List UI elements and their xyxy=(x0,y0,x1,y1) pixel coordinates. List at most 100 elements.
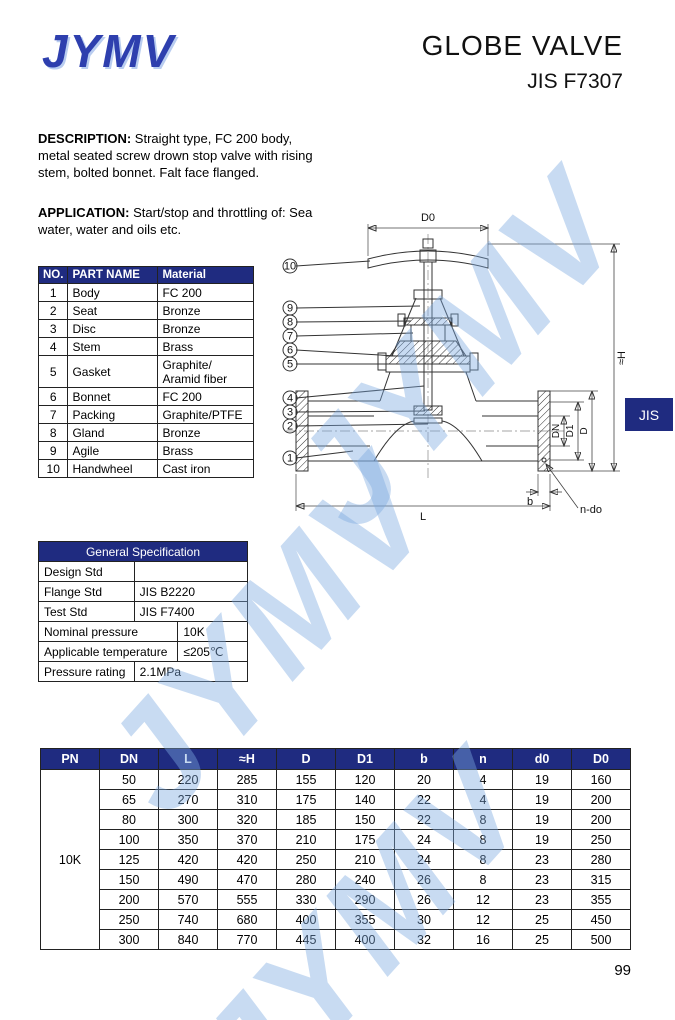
dim-cell: 19 xyxy=(512,829,572,850)
dim-cell: 210 xyxy=(276,829,336,850)
dim-cell: 490 xyxy=(158,869,218,890)
dim-header-cell: PN xyxy=(40,748,100,770)
parts-cell: Handwheel xyxy=(67,459,159,478)
dim-cell: 23 xyxy=(512,869,572,890)
spec-row: Applicable temperature≤205℃ xyxy=(38,642,248,662)
dim-cell: 12 xyxy=(453,909,513,930)
callout-circle xyxy=(282,300,298,316)
dim-cell: 470 xyxy=(217,869,277,890)
parts-cell: Stem xyxy=(67,337,159,356)
dim-cell: 300 xyxy=(158,809,218,830)
dim-cell: 23 xyxy=(512,849,572,870)
parts-cell: 7 xyxy=(37,405,69,424)
seat xyxy=(413,417,443,424)
dim-cell: 8 xyxy=(453,849,513,870)
page-subtitle: JIS F7307 xyxy=(527,70,623,93)
dim-cell: 555 xyxy=(217,889,277,910)
dim-cell: 25 xyxy=(512,909,572,930)
dim-header-cell: DN xyxy=(99,748,159,770)
dim-cell: 200 xyxy=(99,889,159,910)
valve-body xyxy=(295,371,551,472)
parts-cell: Gasket xyxy=(67,355,159,388)
dim-cell: 300 xyxy=(99,929,159,950)
callout-number: 7 xyxy=(287,331,293,343)
parts-cell: Brass xyxy=(157,337,255,356)
dim-cell: 370 xyxy=(217,829,277,850)
parts-cell: Disc xyxy=(67,319,159,338)
spec-label: Flange Std xyxy=(39,582,135,601)
spec-row: Design Std xyxy=(38,562,248,582)
dim-cell: 120 xyxy=(335,769,395,790)
page-title: GLOBE VALVE xyxy=(421,30,623,61)
parts-cell: FC 200 xyxy=(157,283,255,302)
callout-leader xyxy=(295,450,354,459)
description-block: DESCRIPTION: Straight type, FC 200 body,… xyxy=(38,130,324,181)
parts-cell: Cast iron xyxy=(157,459,255,478)
dim-label-D1: D1 xyxy=(565,424,576,437)
dim-label-DN: DN xyxy=(551,424,562,438)
dim-cell: 50 xyxy=(99,769,159,790)
parts-cell: 9 xyxy=(37,441,69,460)
spec-label: Pressure rating xyxy=(39,662,135,681)
dim-label-n-do: n-do xyxy=(580,504,602,516)
dim-cell: 450 xyxy=(571,909,631,930)
dim-cell: 330 xyxy=(276,889,336,910)
dim-cell: 400 xyxy=(335,929,395,950)
parts-cell: FC 200 xyxy=(157,387,255,406)
page-header: GLOBE VALVE JIS F7307 xyxy=(422,30,623,94)
dim-pn-cell: 10K xyxy=(40,769,100,950)
dim-cell: 150 xyxy=(335,809,395,830)
dim-cell: 570 xyxy=(158,889,218,910)
dim-label-D: D xyxy=(579,427,590,434)
dim-label-H: ≈H xyxy=(616,351,628,365)
dim-header-cell: b xyxy=(394,748,454,770)
dim-cell: 140 xyxy=(335,789,395,810)
dim-cell: 500 xyxy=(571,929,631,950)
callout-number: 2 xyxy=(287,421,293,433)
parts-cell: 5 xyxy=(37,355,69,388)
jis-side-tab: JIS xyxy=(625,398,673,431)
dim-header-cell: n xyxy=(453,748,513,770)
callout-number: 10 xyxy=(284,261,296,273)
dim-header-cell: L xyxy=(158,748,218,770)
dim-cell: 155 xyxy=(276,769,336,790)
dim-cell: 250 xyxy=(571,829,631,850)
callout-number: 8 xyxy=(287,317,293,329)
dim-label-D0: D0 xyxy=(421,212,435,224)
dim-cell: 80 xyxy=(99,809,159,830)
dim-cell: 160 xyxy=(571,769,631,790)
callout-leader xyxy=(295,385,425,399)
application-label: APPLICATION: xyxy=(38,205,130,220)
callout-circle xyxy=(282,390,298,406)
dim-cell: 185 xyxy=(276,809,336,830)
dim-cell: 24 xyxy=(394,849,454,870)
application-text: Start/stop and throttling of: Sea water,… xyxy=(38,205,313,238)
parts-cell: 3 xyxy=(37,319,69,338)
left-flange xyxy=(295,390,309,472)
dim-cell: 32 xyxy=(394,929,454,950)
dim-label-L: L xyxy=(420,511,426,523)
description-text: Straight type, FC 200 body, metal seated… xyxy=(38,131,313,181)
parts-cell: 2 xyxy=(37,301,69,320)
spec-value: 2.1MPa xyxy=(139,664,182,679)
dim-cell: 355 xyxy=(335,909,395,930)
callout-leader xyxy=(295,305,421,309)
callout-circle xyxy=(282,258,298,274)
dim-cell: 8 xyxy=(453,829,513,850)
dim-cell: 175 xyxy=(335,829,395,850)
